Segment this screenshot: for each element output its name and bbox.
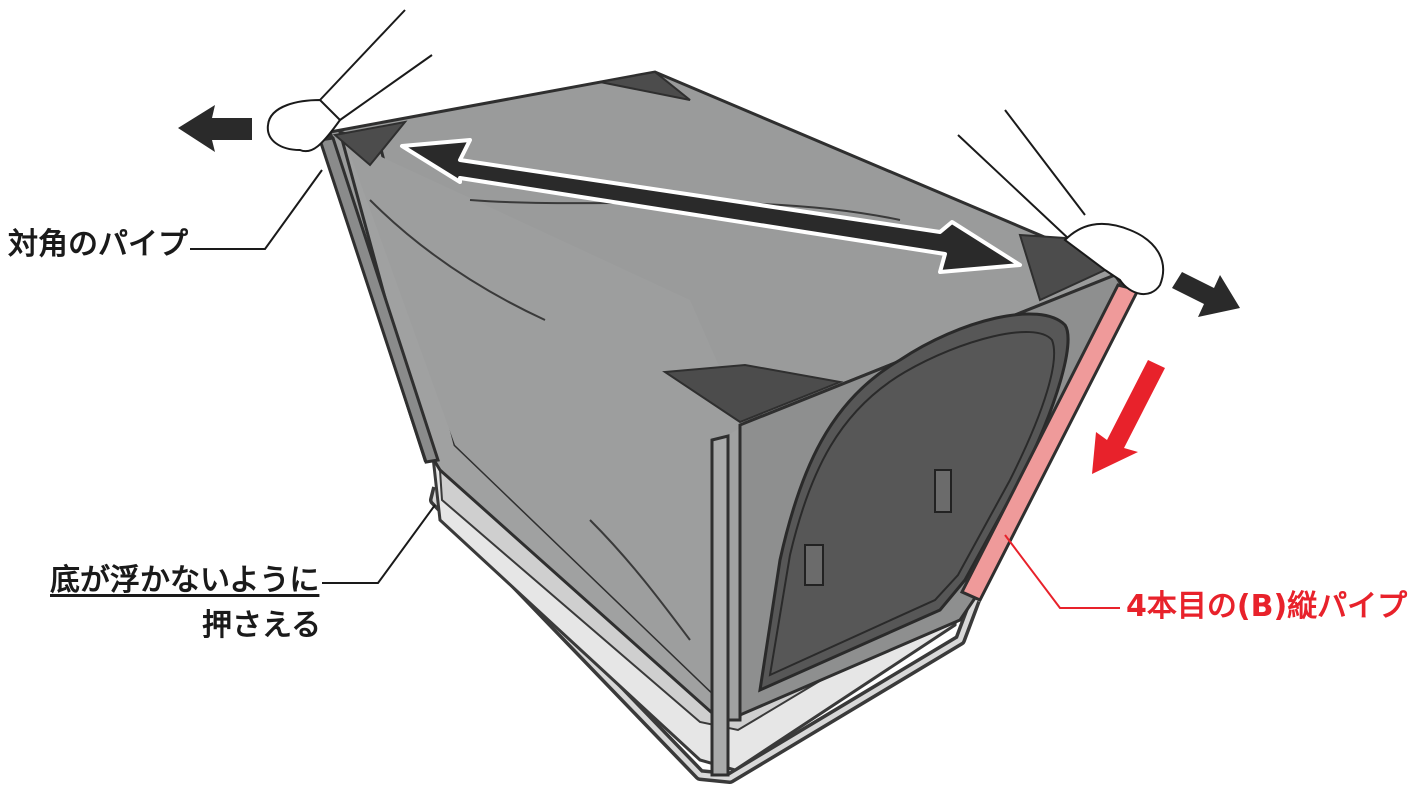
label-diagonal-pipe: 対角のパイプ (8, 230, 188, 260)
door-tab-right (935, 470, 951, 512)
label-hold-bottom-line2: 押さえる (202, 611, 321, 641)
leader-pipe-b (1005, 535, 1120, 608)
arrow-left-icon (178, 105, 252, 152)
leader-diagonal-pipe (190, 170, 322, 249)
red-arrow-down-icon (1092, 360, 1165, 474)
label-fourth-pipe: 4本目の(B)縦パイプ (1126, 592, 1407, 622)
leader-bottom (322, 505, 435, 583)
front-pipe (712, 436, 728, 775)
arrow-right-icon (1172, 272, 1240, 317)
label-hold-bottom-line1: 底が浮かないように (50, 566, 319, 596)
door-tab-left (805, 545, 823, 585)
